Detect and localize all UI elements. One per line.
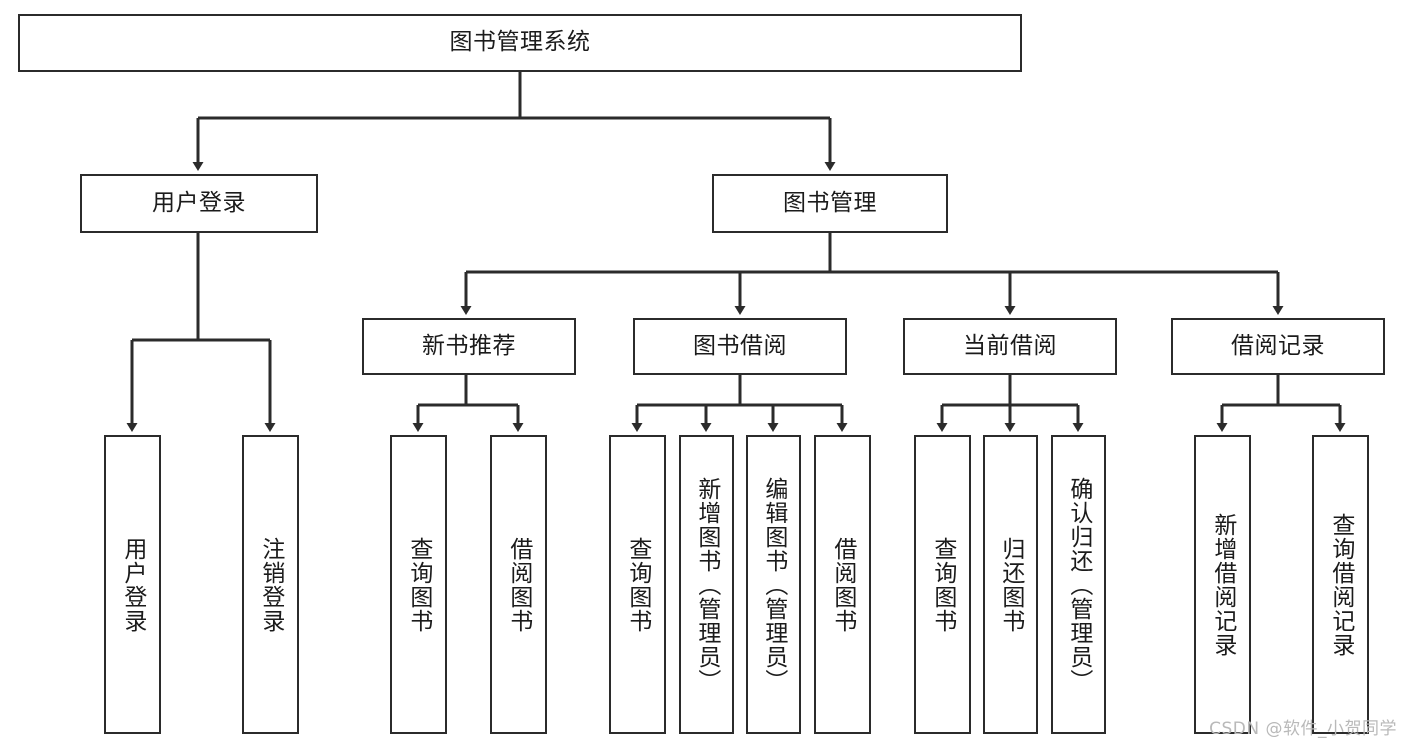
node-leaf-borrow-book-1[interactable]: 借阅图书 [490,435,547,734]
node-new-book-recommend[interactable]: 新书推荐 [362,318,576,375]
watermark-text: CSDN @软件_小贺同学 [1209,719,1397,739]
node-current-borrow[interactable]: 当前借阅 [903,318,1117,375]
node-leaf-edit-book[interactable]: 编辑图书（管理员） [746,435,801,734]
node-leaf-return-book[interactable]: 归还图书 [983,435,1038,734]
node-leaf-add-book-label: 新增图书（管理员） [693,476,720,693]
node-leaf-query-book-3[interactable]: 查询图书 [914,435,971,734]
node-book-manage[interactable]: 图书管理 [712,174,948,233]
node-leaf-query-book-3-label: 查询图书 [929,536,956,633]
node-leaf-user-login-label: 用户登录 [119,536,146,633]
node-user-login[interactable]: 用户登录 [80,174,318,233]
node-leaf-edit-book-label: 编辑图书（管理员） [760,476,787,693]
node-leaf-confirm-return-label: 确认归还（管理员） [1065,476,1092,693]
node-leaf-query-book-1[interactable]: 查询图书 [390,435,447,734]
node-leaf-user-login[interactable]: 用户登录 [104,435,161,734]
node-leaf-add-record-label: 新增借阅记录 [1209,512,1236,657]
node-leaf-borrow-book-2-label: 借阅图书 [829,536,856,633]
node-leaf-return-book-label: 归还图书 [997,536,1024,633]
node-current-borrow-label: 当前借阅 [963,332,1057,359]
node-leaf-query-record[interactable]: 查询借阅记录 [1312,435,1369,734]
node-book-manage-label: 图书管理 [783,189,877,216]
node-book-borrow[interactable]: 图书借阅 [633,318,847,375]
node-root[interactable]: 图书管理系统 [18,14,1022,72]
node-root-label: 图书管理系统 [449,29,591,56]
node-leaf-borrow-book-2[interactable]: 借阅图书 [814,435,871,734]
node-borrow-record-label: 借阅记录 [1231,332,1325,359]
node-borrow-record[interactable]: 借阅记录 [1171,318,1385,375]
node-leaf-query-book-1-label: 查询图书 [405,536,432,633]
node-leaf-borrow-book-1-label: 借阅图书 [505,536,532,633]
node-leaf-add-record[interactable]: 新增借阅记录 [1194,435,1251,734]
node-leaf-query-book-2-label: 查询图书 [624,536,651,633]
node-leaf-logout-label: 注销登录 [257,536,284,633]
node-user-login-label: 用户登录 [152,189,246,216]
node-leaf-query-book-2[interactable]: 查询图书 [609,435,666,734]
node-leaf-confirm-return[interactable]: 确认归还（管理员） [1051,435,1106,734]
node-leaf-query-record-label: 查询借阅记录 [1327,512,1354,657]
node-new-book-recommend-label: 新书推荐 [422,332,516,359]
node-leaf-add-book[interactable]: 新增图书（管理员） [679,435,734,734]
node-book-borrow-label: 图书借阅 [693,332,787,359]
node-leaf-logout[interactable]: 注销登录 [242,435,299,734]
